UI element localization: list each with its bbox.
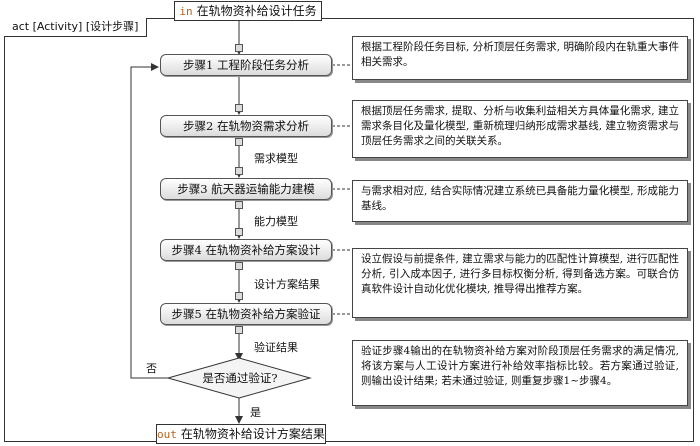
pin bbox=[235, 167, 243, 175]
pin bbox=[235, 44, 243, 52]
step-5: 步骤5 在轨物资补给方案验证 bbox=[160, 303, 332, 325]
step-1: 步骤1 工程阶段任务分析 bbox=[160, 54, 332, 76]
pin bbox=[235, 326, 243, 334]
decision-yes-label: 是 bbox=[250, 406, 261, 419]
input-keyword: in bbox=[179, 5, 193, 18]
flow-decision-no bbox=[130, 63, 170, 379]
flow-label-demand-model: 需求模型 bbox=[254, 152, 298, 165]
pin bbox=[235, 201, 243, 209]
input-label: 在轨物资补给设计任务 bbox=[196, 4, 317, 18]
pin bbox=[235, 138, 243, 146]
flow-label-design-result: 设计方案结果 bbox=[254, 278, 320, 291]
output-keyword: out bbox=[157, 428, 177, 441]
step-2: 步骤2 在轨物资需求分析 bbox=[160, 115, 332, 137]
pin bbox=[235, 292, 243, 300]
pin bbox=[235, 104, 243, 112]
flow-label-verification-result: 验证结果 bbox=[254, 341, 298, 354]
description-step2: 根据顶层任务需求, 提取、分析与收集利益相关方具体量化需求, 建立需求条目化及量… bbox=[352, 100, 688, 158]
decision-label: 是否通过验证? bbox=[202, 371, 278, 385]
pin bbox=[235, 228, 243, 236]
description-step4: 设立假设与前提条件, 建立需求与能力的匹配性计算模型, 进行匹配性分析, 引入成… bbox=[352, 248, 688, 318]
decision-no-label: 否 bbox=[146, 362, 157, 375]
step-4: 步骤4 在轨物资补给方案设计 bbox=[160, 239, 332, 261]
decision-diamond bbox=[166, 357, 312, 399]
flow-label-capability-model: 能力模型 bbox=[254, 215, 298, 228]
description-step5: 验证步骤4输出的在轨物资补给方案对阶段顶层任务需求的满足情况, 将该方案与人工设… bbox=[352, 340, 688, 406]
step-3: 步骤3 航天器运输能力建模 bbox=[160, 178, 332, 200]
output-label: 在轨物资补给设计方案结果 bbox=[180, 427, 325, 441]
frame-title: act [Activity] [设计步骤] bbox=[4, 18, 148, 37]
activity-frame bbox=[4, 18, 694, 442]
description-step1: 根据工程阶段任务目标, 分析顶层任务需求, 明确阶段内在轨重大事件相关需求。 bbox=[352, 36, 688, 80]
pin bbox=[235, 262, 243, 270]
description-step3: 与需求相对应, 结合实际情况建立系统已具备能力量化模型, 形成能力基线。 bbox=[352, 180, 688, 222]
